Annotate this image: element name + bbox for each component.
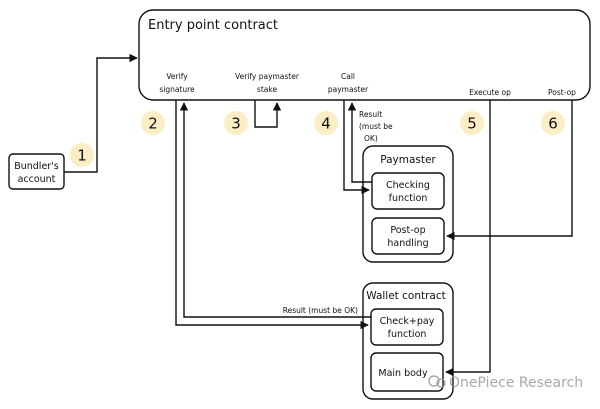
arrow-stake-loop: [254, 100, 282, 128]
connectors: [64, 53, 573, 377]
step-circle-2: [141, 111, 165, 135]
arrow-execute-op: [445, 100, 491, 377]
label-call: Call: [341, 72, 355, 81]
label-signature: signature: [159, 85, 195, 94]
step-circle-4: [314, 111, 338, 135]
step-circle-1: [70, 143, 94, 167]
post-op-handling-box: [371, 217, 445, 255]
checking-function-box: [371, 172, 445, 210]
arrow-call-paymaster: [343, 100, 370, 195]
label-post-op: Post-op: [548, 88, 576, 97]
step-1: 1: [77, 147, 87, 165]
step-5: 5: [467, 115, 477, 133]
step-3: 3: [231, 115, 241, 133]
step-circles: 1 2 3 4 5 6: [70, 111, 565, 167]
main-body-label: Main body: [378, 368, 428, 379]
result-label-line1: Result: [359, 110, 382, 119]
entry-point-title: Entry point contract: [148, 18, 278, 33]
step-circle-6: [541, 111, 565, 135]
result-label-line3: OK): [364, 134, 378, 143]
entry-point-contract: Entry point contract Verify signature Ve…: [138, 9, 591, 101]
bundler-account: Bundler's account: [8, 153, 65, 190]
label-verify: Verify: [166, 72, 188, 81]
check-pay-function-box: [370, 308, 444, 346]
post-op-handling-line2: handling: [387, 238, 428, 249]
checking-function-line1: Checking: [386, 180, 430, 191]
watermark-icon: [428, 375, 440, 387]
step-circle-3: [224, 111, 248, 135]
arrow-wallet-result: [179, 102, 371, 318]
arrow-paymaster-result: [347, 102, 372, 183]
result-label-line2: (must be: [359, 122, 393, 131]
label-stake: stake: [257, 85, 278, 94]
wallet-title: Wallet contract: [366, 290, 446, 302]
check-pay-function-line2: function: [388, 329, 427, 340]
step-2: 2: [148, 115, 158, 133]
step-circle-5: [460, 111, 484, 135]
step-6: 6: [548, 115, 558, 133]
label-verify-paymaster: Verify paymaster: [235, 72, 300, 81]
paymaster-contract: Paymaster Checking function Post-op hand…: [362, 145, 454, 263]
label-paymaster: paymaster: [328, 85, 369, 94]
wallet-contract: Wallet contract Check+pay function Main …: [362, 282, 454, 400]
check-pay-function-line1: Check+pay: [380, 316, 435, 327]
result-must-be-ok-label: Result (must be OK): [283, 306, 358, 315]
paymaster-title: Paymaster: [380, 154, 436, 166]
watermark: OnePiece Research: [428, 375, 583, 391]
label-execute-op: Execute op: [469, 88, 511, 97]
checking-function-line2: function: [389, 193, 428, 204]
post-op-handling-line1: Post-op: [390, 225, 425, 236]
watermark-text: OnePiece Research: [449, 375, 583, 391]
main-body-box: [370, 352, 444, 392]
bundler-label-line2: account: [18, 174, 56, 185]
arrow-post-op: [446, 100, 573, 241]
step-4: 4: [321, 115, 331, 133]
bundler-label-line1: Bundler's: [14, 161, 59, 172]
arrow-bundler-to-entry: [64, 53, 138, 173]
arrow-verify-to-wallet: [175, 100, 369, 330]
